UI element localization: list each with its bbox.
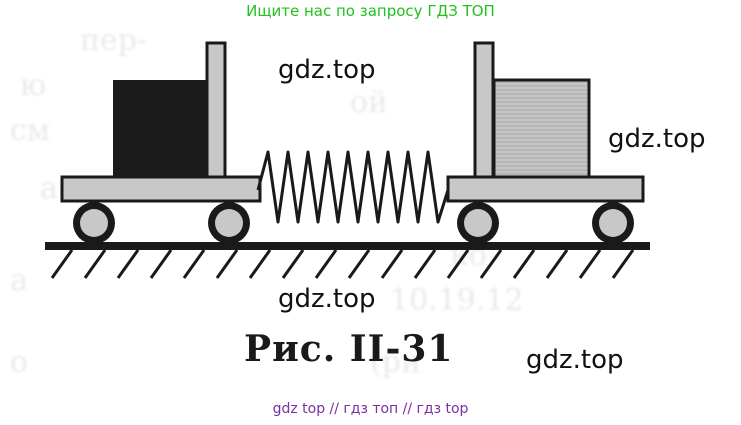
right-block [492,78,591,180]
watermark: gdz.top [278,284,376,314]
right-platform [446,175,645,203]
svg-text:(ри: (ри [370,345,421,380]
spring [256,150,450,224]
watermark: gdz.top [608,124,706,154]
svg-text:о: о [10,345,28,380]
svg-text:10.19.12: 10.19.12 [390,283,524,318]
svg-text:ю: ю [20,68,46,103]
right-cart [446,41,645,244]
left-post [205,41,227,180]
left-block [113,80,208,178]
top-banner: Ищите нас по запросу ГДЗ ТОП [246,2,495,20]
svg-text:см: см [10,113,50,148]
left-cart [60,41,262,244]
bottom-banner: gdz top // гдз топ // гдз top [272,401,469,417]
left-wheel-1 [73,202,115,244]
right-post [473,41,495,180]
right-wheel-2 [592,202,634,244]
watermark: gdz.top [526,345,624,375]
svg-text:пер-: пер- [80,23,147,58]
svg-text:ой: ой [350,85,388,120]
watermark: gdz.top [278,55,376,85]
ground [45,242,650,279]
figure-caption: Рис. II-31 [244,328,454,370]
svg-text:а: а [40,171,58,206]
left-platform [60,175,262,203]
right-wheel-1 [457,202,499,244]
left-wheel-2 [208,202,250,244]
svg-text:а: а [10,263,28,298]
